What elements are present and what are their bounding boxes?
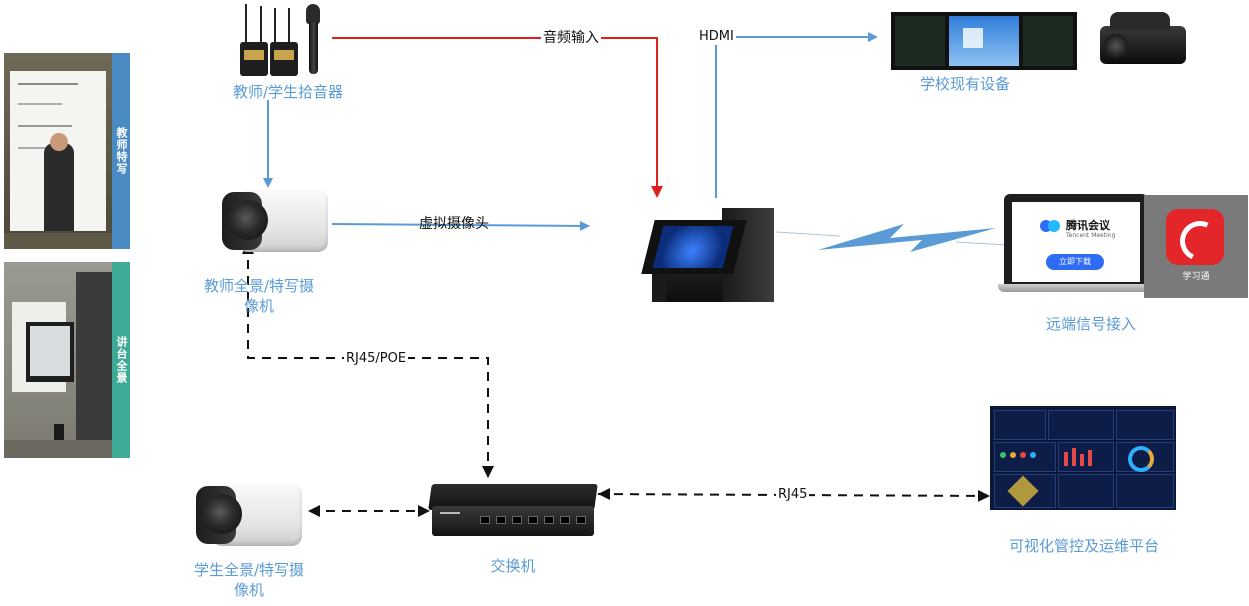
teacher-camera-label-1: 教师全景/特写摄 <box>203 277 315 295</box>
xuexitong-logo-icon <box>1166 209 1226 267</box>
remote-label: 远端信号接入 <box>1045 315 1136 333</box>
teacher-closeup-photo <box>4 53 112 249</box>
audio-input-label: 音频输入 <box>541 29 601 47</box>
recording-terminal-icon <box>641 202 774 302</box>
rj45-poe-line <box>242 242 489 477</box>
virtual-camera-label: 虚拟摄像头 <box>419 216 489 232</box>
tencent-meeting-sub: Tencent Meeting <box>1066 232 1116 239</box>
projector-icon <box>1096 12 1190 68</box>
xuexitong-app-tile: 学习通 <box>1144 195 1248 298</box>
platform-label: 可视化管控及运维平台 <box>1008 537 1159 555</box>
teacher-camera-label-2: 像机 <box>243 297 274 315</box>
hdmi-line <box>715 32 878 198</box>
teacher-closeup-bar: 教师特写 <box>112 53 130 249</box>
microphone-set-icon <box>238 4 328 76</box>
tencent-meeting-logo-icon <box>1040 220 1062 234</box>
hdmi-label: HDMI <box>697 29 736 45</box>
switch-label: 交换机 <box>490 557 536 575</box>
student-camera-icon <box>196 480 302 548</box>
podium-panorama-photo <box>4 262 112 458</box>
management-dashboard-icon <box>990 406 1176 510</box>
network-switch-icon <box>428 484 598 538</box>
rj45-label: RJ45 <box>776 487 810 503</box>
tencent-meeting-name: 腾讯会议 <box>1066 219 1110 232</box>
school-devices-label: 学校现有设备 <box>919 75 1010 93</box>
mic-label: 教师/学生拾音器 <box>232 83 344 101</box>
virtual-camera-line <box>331 220 590 231</box>
xuexitong-name: 学习通 <box>1182 272 1210 282</box>
smart-blackboard-icon <box>891 12 1077 70</box>
podium-panorama-bar: 讲台全景 <box>112 262 130 458</box>
rj45-poe-label: RJ45/POE <box>344 351 409 367</box>
student-camera-label-2: 像机 <box>233 581 264 599</box>
audio-input-line <box>332 37 663 198</box>
teacher-camera-icon <box>222 186 328 254</box>
wireless-signal-icon <box>818 224 996 252</box>
laptop-icon: 腾讯会议 Tencent Meeting 立即下载 <box>998 194 1154 294</box>
tencent-download-button[interactable]: 立即下载 <box>1046 254 1104 270</box>
student-camera-label-1: 学生全景/特写摄 <box>193 561 305 579</box>
